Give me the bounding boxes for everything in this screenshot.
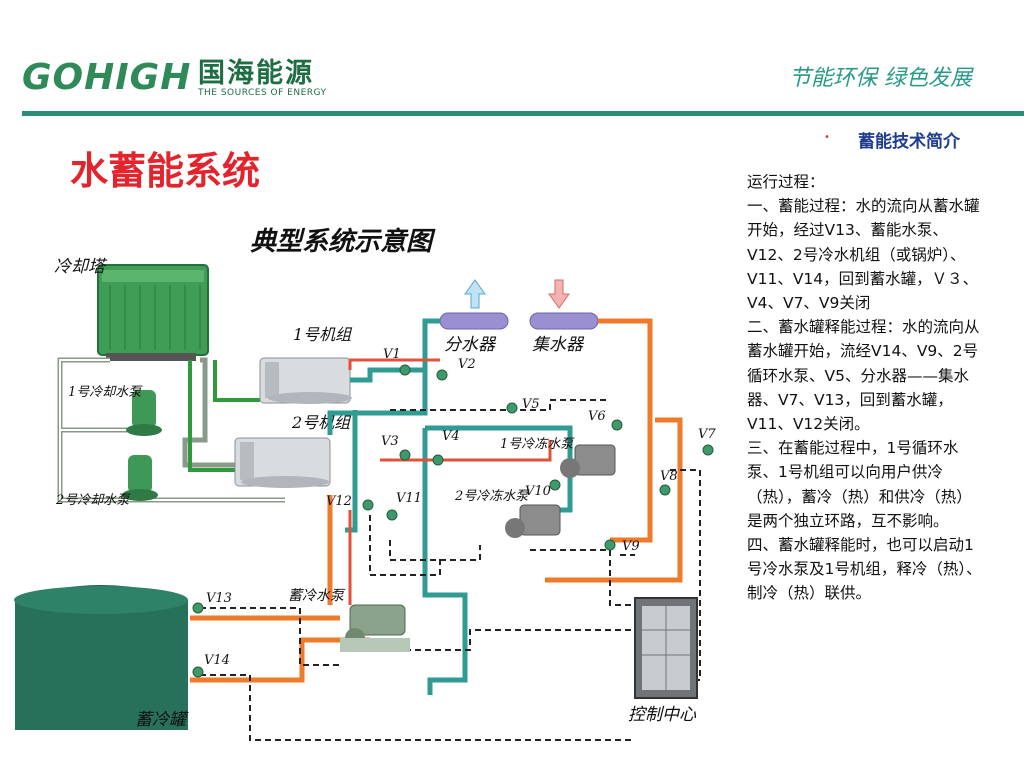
cooling-pump-1-label: 1号冷却水泵 — [68, 385, 143, 400]
storage-pump-label: 蓄冷水泵 — [288, 588, 346, 604]
tank-label: 蓄冷罐 — [135, 710, 189, 730]
condenser-lines — [188, 360, 260, 472]
return-arrow-down — [548, 279, 570, 309]
valve-v11-label: V11 — [396, 491, 422, 506]
valve-v9-label: V9 — [622, 539, 640, 554]
logo-latin-text: GOHIGH — [22, 57, 192, 98]
collector — [529, 312, 599, 330]
circulation-pump-2 — [505, 504, 561, 538]
collector-label: 集水器 — [532, 335, 585, 355]
circulation-pump-1 — [560, 444, 616, 478]
valve-v4-label: V4 — [442, 429, 460, 444]
valve-v7-label: V7 — [698, 427, 716, 442]
cooling-water-pump-2 — [122, 455, 158, 501]
circ-pump-2-label: 2号冷冻水泵 — [454, 488, 530, 504]
valve-v3-label: V3 — [381, 434, 399, 449]
storage-tank — [14, 585, 188, 730]
valve-v5-label: V5 — [522, 397, 540, 412]
slide-title: 水蓄能系统 — [70, 149, 261, 193]
valve-v12-label: V12 — [326, 494, 352, 509]
cooling-tower — [97, 264, 209, 361]
valve-v10-label: V10 — [525, 484, 551, 499]
cooling-pump-2-label: 2号冷却水泵 — [55, 493, 131, 508]
storage-pump — [340, 604, 410, 652]
subtitle-bullet: • — [824, 132, 830, 143]
valve-v14-label: V14 — [204, 653, 230, 668]
chiller-2-label: 2号机组 — [291, 413, 352, 432]
logo-tagline: THE SOURCES OF ENERGY — [198, 88, 327, 98]
logo-chinese-text: 国海能源 — [198, 58, 314, 89]
valve-markers — [192, 364, 714, 678]
diagram-heading: 典型系统示意图 — [250, 227, 436, 257]
valve-v1-label: V1 — [383, 347, 401, 362]
circ-pump-1-label: 1号冷冻水泵 — [500, 436, 575, 452]
system-schematic: 典型系统示意图 冷却塔 1号冷却水泵 2号冷却水泵 — [14, 227, 716, 741]
control-cables — [200, 399, 701, 741]
chiller-2 — [234, 437, 331, 488]
company-logo: GOHIGH 国海能源 THE SOURCES OF ENERGY — [22, 58, 342, 102]
cooling-tower-label: 冷却塔 — [54, 257, 108, 277]
chiller-1-label: 1号机组 — [293, 325, 353, 344]
header-slogan: 节能环保 绿色发展 — [789, 66, 972, 91]
valve-v8-label: V8 — [660, 469, 678, 484]
control-center — [634, 597, 698, 699]
red-return-pipes — [348, 358, 552, 605]
section-subtitle: 蓄能技术简介 — [858, 132, 960, 152]
cooling-water-pump-1 — [126, 390, 162, 436]
process-description: 运行过程： 一、蓄能过程：水的流向从蓄水罐开始，经过V13、蓄能水泵、V12、2… — [747, 173, 982, 603]
chilled-water-return-pipes — [190, 318, 683, 683]
distributor — [439, 312, 509, 330]
valve-v6-label: V6 — [588, 409, 606, 424]
distributor-label: 分水器 — [444, 335, 497, 355]
supply-arrow-up — [464, 279, 486, 309]
control-center-label: 控制中心 — [628, 705, 697, 725]
header-divider — [22, 111, 1024, 116]
chiller-1 — [259, 357, 352, 404]
valve-v13-label: V13 — [206, 591, 232, 606]
valve-v2-label: V2 — [458, 357, 476, 372]
